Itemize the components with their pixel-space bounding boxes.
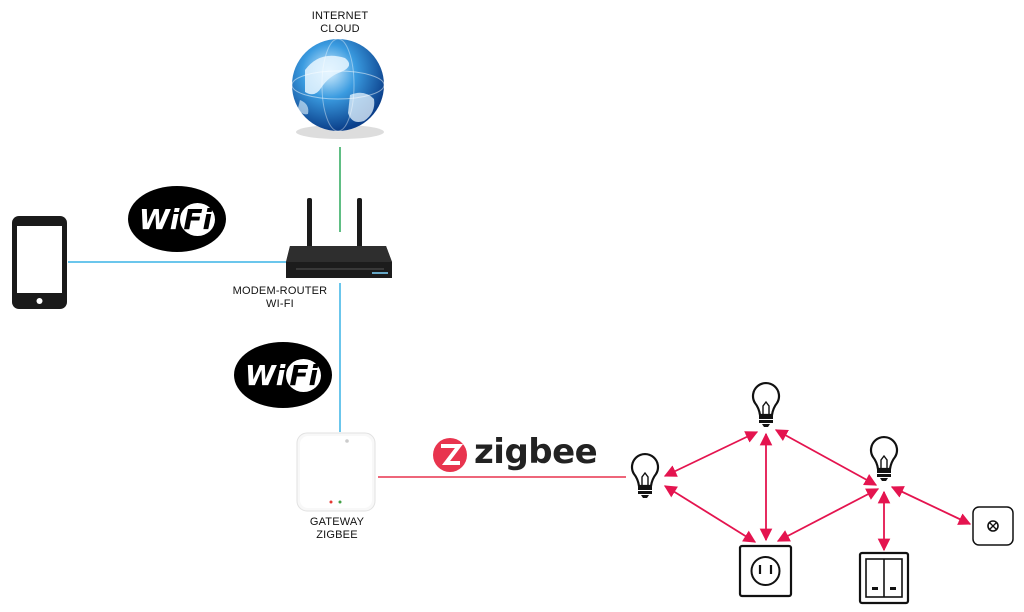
smartphone-icon <box>12 216 67 309</box>
wifi-logo-fi: Fi <box>286 358 322 392</box>
gateway-label-line1: GATEWAY <box>309 516 365 528</box>
gateway-label: GATEWAY ZIGBEE <box>290 516 384 542</box>
light-bulb-icon <box>751 382 781 427</box>
wireless-sensor-icon <box>972 506 1014 546</box>
mesh-link <box>890 486 972 525</box>
cloud-label: INTERNET CLOUD <box>296 10 384 36</box>
light-bulb-icon <box>869 436 899 481</box>
mesh-link <box>663 485 757 543</box>
mesh-link <box>663 431 759 477</box>
internet-globe-icon <box>291 38 385 139</box>
light-bulb-icon <box>630 453 660 498</box>
power-outlet-icon <box>738 544 793 598</box>
router-icon <box>286 198 392 278</box>
wifi-logo-wi: Wi <box>138 202 180 236</box>
wifi-logo-fi: Fi <box>180 202 216 236</box>
cloud-label-line1: INTERNET <box>311 10 369 22</box>
router-label-line2: WI-FI <box>266 298 294 310</box>
mesh-link <box>774 429 878 486</box>
gateway-label-line2: ZIGBEE <box>316 529 358 541</box>
zigbee-mesh-links <box>663 429 972 552</box>
mesh-link <box>776 488 880 542</box>
zigbee-logo-text: zigbee <box>474 432 598 472</box>
cloud-label-line2: CLOUD <box>320 23 360 35</box>
double-wall-switch-icon <box>858 551 910 605</box>
wifi-logo-wi: Wi <box>244 358 286 392</box>
zigbee-gateway-icon <box>296 432 376 512</box>
router-label: MODEM-ROUTER WI-FI <box>220 285 340 311</box>
router-label-line1: MODEM-ROUTER <box>232 285 328 297</box>
zigbee-logo-icon <box>433 438 467 472</box>
